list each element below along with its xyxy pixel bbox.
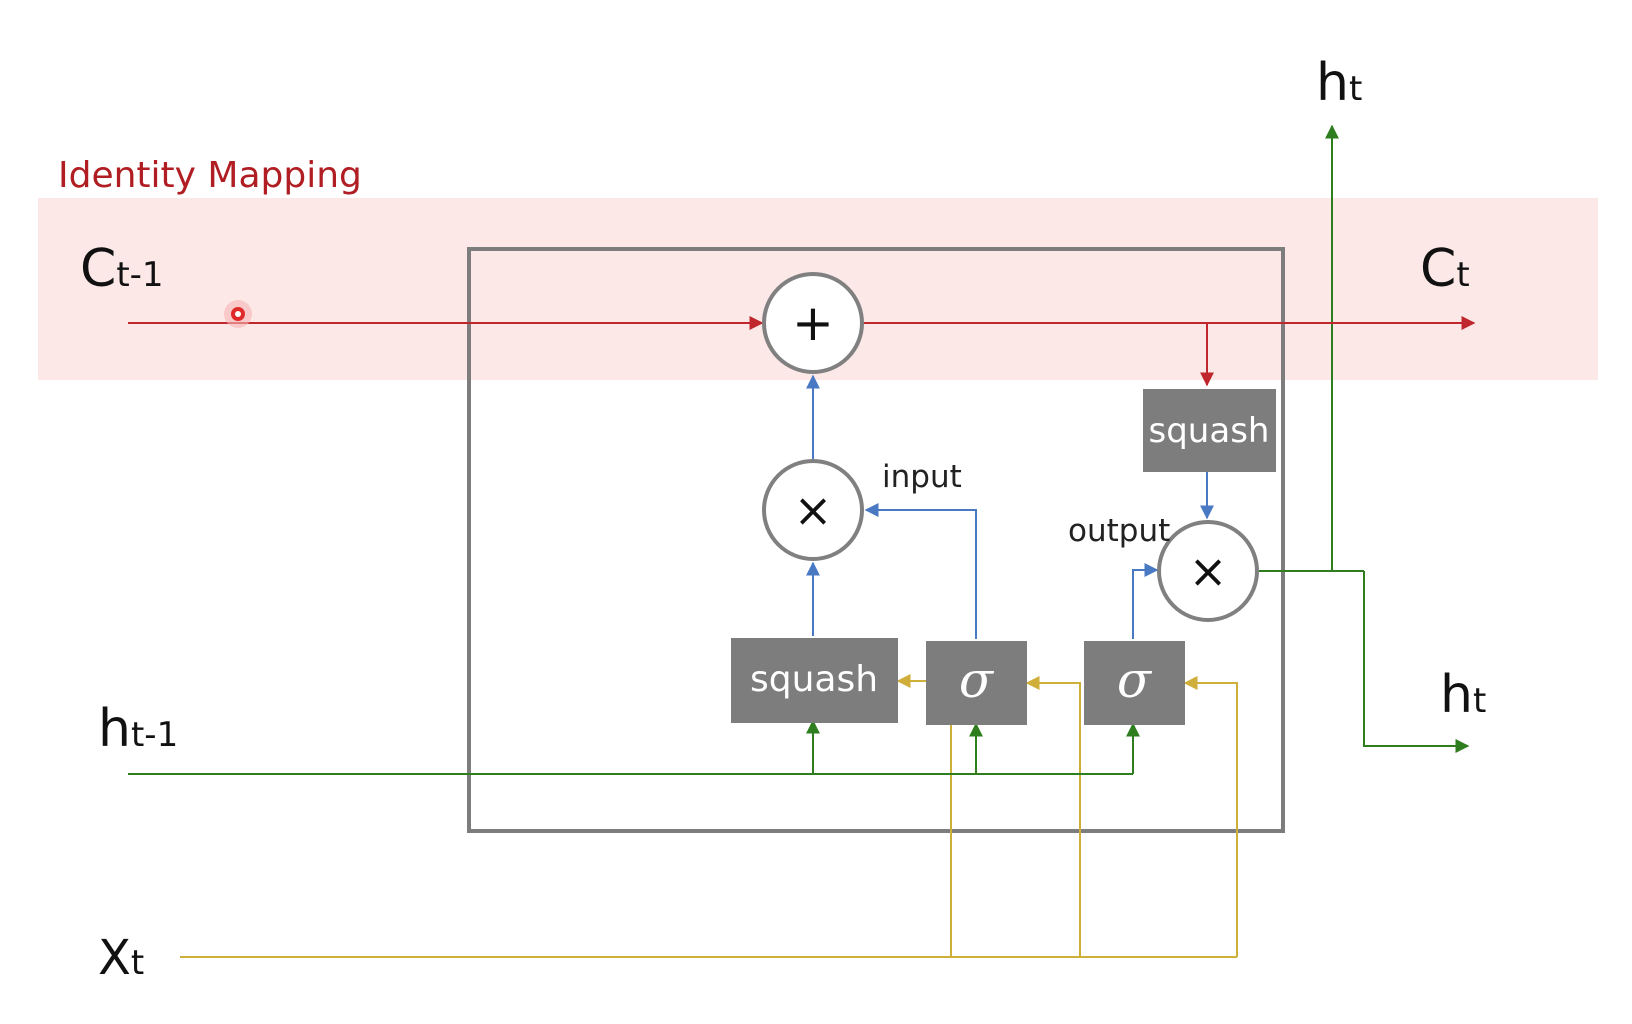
- squash-label-output: squash: [1149, 411, 1270, 451]
- add-symbol: +: [792, 294, 834, 352]
- gate-lines: [806, 374, 1214, 639]
- x-input-lines: [180, 674, 1238, 958]
- c-next-label: Ct: [1420, 239, 1470, 299]
- output-multiply-operator: ×: [1157, 520, 1259, 622]
- output-multiply-symbol: ×: [1189, 544, 1228, 598]
- h-prev-label: ht-1: [98, 699, 178, 759]
- sigma-label-input: σ: [959, 651, 995, 709]
- hidden-lines: [128, 124, 1470, 775]
- x-input-label: Xt: [98, 930, 144, 986]
- input-gate-label: input: [882, 459, 962, 495]
- input-multiply-operator: ×: [762, 459, 864, 561]
- squash-label-input: squash: [750, 659, 878, 700]
- input-multiply-symbol: ×: [794, 483, 833, 537]
- sigma-box-input-gate: σ: [926, 641, 1027, 725]
- output-gate-label: output: [1068, 513, 1170, 549]
- pointer-dot: [224, 300, 252, 328]
- h-top-label: ht: [1316, 53, 1362, 113]
- identity-mapping-title: Identity Mapping: [58, 155, 362, 196]
- sigma-box-output-gate: σ: [1084, 641, 1185, 725]
- squash-box-output: squash: [1143, 389, 1276, 472]
- squash-box-input: squash: [731, 638, 898, 723]
- h-right-label: ht: [1440, 665, 1486, 725]
- c-prev-label: Ct-1: [80, 239, 164, 299]
- add-operator: +: [762, 272, 864, 374]
- sigma-label-output: σ: [1117, 651, 1153, 709]
- lstm-cell-box: [467, 247, 1285, 833]
